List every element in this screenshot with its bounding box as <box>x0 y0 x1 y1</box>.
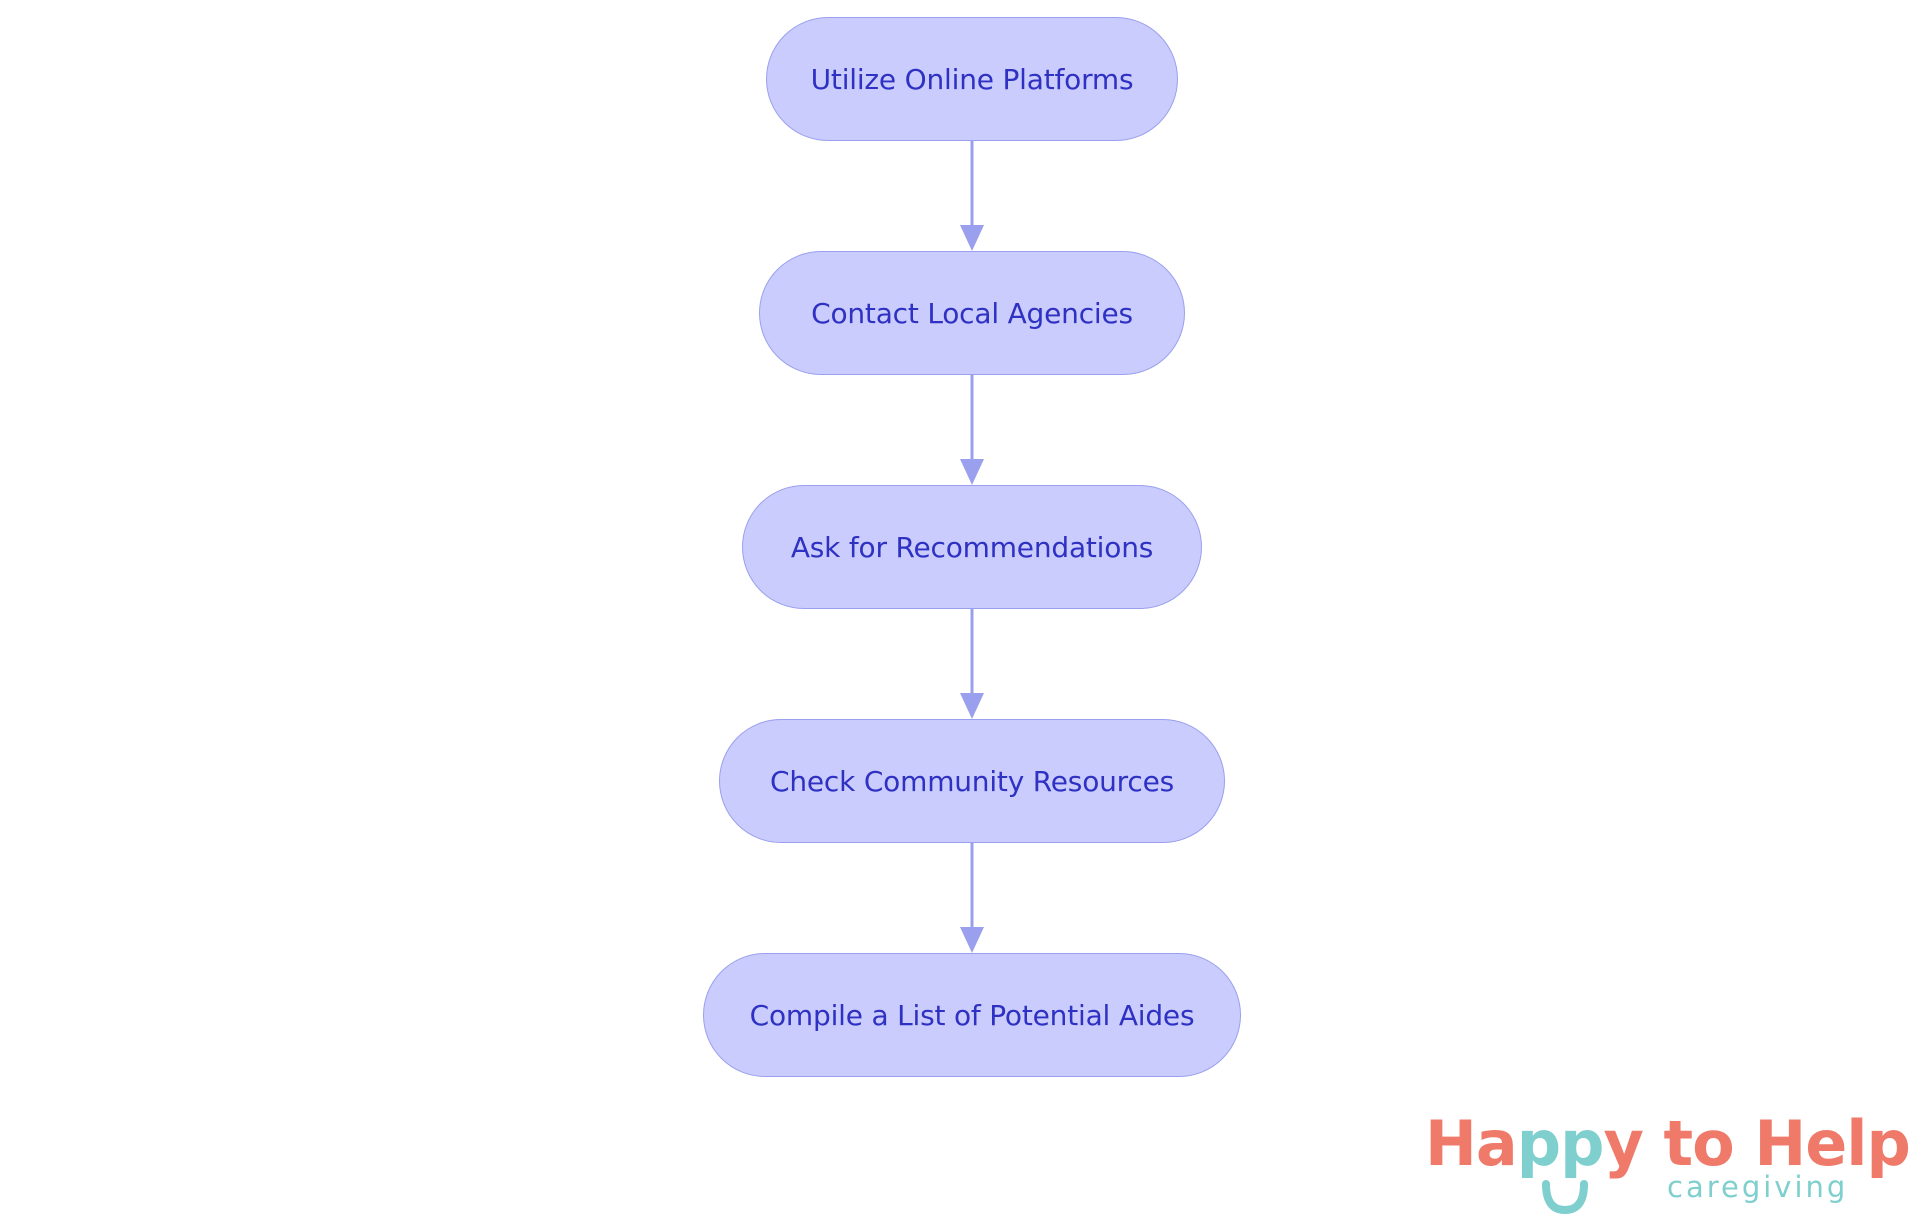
logo-happy: Happy <box>1425 1107 1644 1180</box>
logo-to-help: to Help <box>1663 1107 1911 1180</box>
happy-to-help-logo: Happy to Help caregiving <box>1425 1108 1911 1215</box>
node-ask-for-recommendations: Ask for Recommendations <box>742 485 1202 609</box>
edge-arrowhead-2 <box>960 459 984 485</box>
logo-subtitle: caregiving <box>1667 1170 1849 1204</box>
edge-arrowhead-3 <box>960 693 984 719</box>
logo-wordmark: Happy to Help <box>1425 1107 1911 1180</box>
node-contact-local-agencies: Contact Local Agencies <box>759 251 1185 375</box>
node-check-community-resources: Check Community Resources <box>719 719 1225 843</box>
node-compile-list-potential-aides: Compile a List of Potential Aides <box>703 953 1241 1077</box>
edge-arrowhead-1 <box>960 225 984 251</box>
node-utilize-online-platforms: Utilize Online Platforms <box>766 17 1178 141</box>
edge-arrowhead-4 <box>960 927 984 953</box>
smile-icon <box>1542 1180 1588 1215</box>
